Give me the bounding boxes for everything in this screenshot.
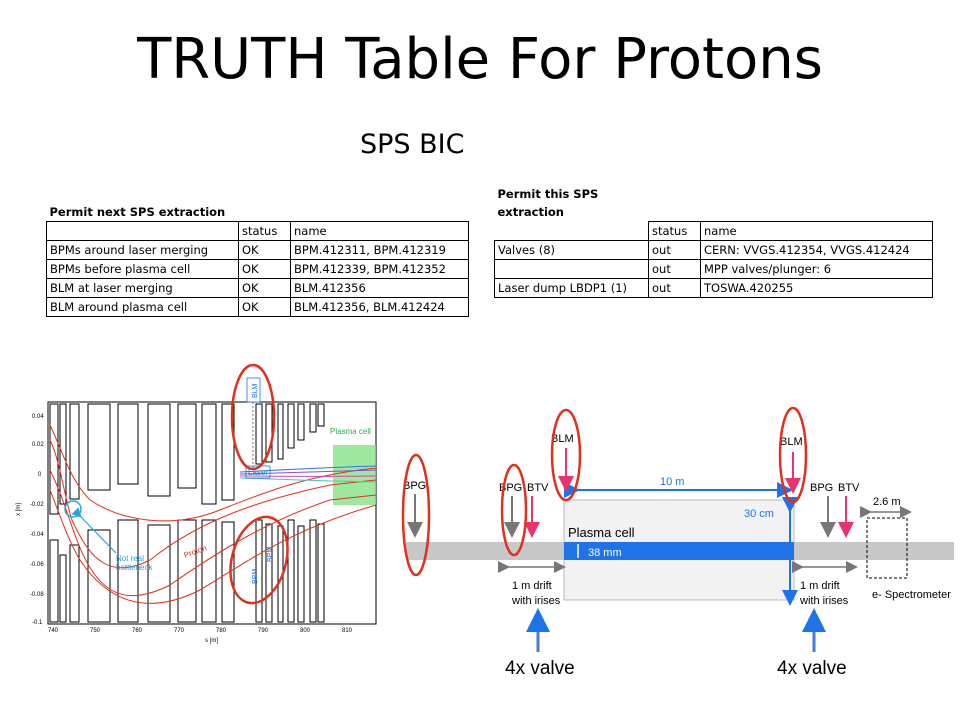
bpg-highlight	[500, 463, 528, 557]
svg-text:0.02: 0.02	[32, 442, 44, 448]
svg-text:770: 770	[174, 628, 185, 634]
table-cell: Laser dump LBDP1 (1)	[494, 277, 649, 298]
y-axis-label: x [m]	[16, 503, 22, 516]
table-cell: OK	[238, 297, 291, 317]
blm-plot-label: BLM	[252, 383, 259, 398]
x-axis-label: s [m]	[205, 638, 218, 644]
permit-this-table: Permit this SPS extraction status name V…	[494, 183, 933, 298]
table-row: BLM around plasma cell OK BLM.412356, BL…	[46, 297, 469, 317]
table-cell: CERN: VVGS.412354, VVGS.412424	[700, 239, 933, 260]
table-row: Valves (8) out CERN: VVGS.412354, VVGS.4…	[494, 239, 933, 260]
table-header: Permit next SPS extraction	[49, 205, 226, 219]
svg-text:-0.02: -0.02	[30, 502, 44, 508]
bpg-right-label: BPG	[810, 482, 833, 494]
aperture-elements	[49, 403, 325, 623]
svg-text:-0.04: -0.04	[30, 532, 44, 538]
table-cell: MPP valves/plunger: 6	[700, 258, 933, 279]
bpm-plot-label-2: BPM	[267, 547, 274, 562]
irises-label-2: with irises	[799, 595, 849, 607]
btv-label: BTV	[527, 482, 549, 494]
proton-envelope	[49, 424, 377, 604]
table-row: out MPP valves/plunger: 6	[494, 258, 933, 279]
plasma-cell-region	[333, 445, 376, 505]
table-row: Laser dump LBDP1 (1) out TOSWA.420255	[494, 277, 933, 298]
blm-label: BLM	[551, 433, 574, 445]
drift-label-1: 1 m drift	[512, 580, 552, 592]
table-row: BLM at laser merging OK BLM.412356	[46, 278, 469, 298]
width-label: 30 cm	[744, 508, 774, 520]
bpg-left-label: BPG	[403, 480, 426, 492]
svg-text:810: 810	[342, 628, 353, 634]
table-cell: BLM around plasma cell	[46, 297, 239, 317]
valve-right-label: 4x valve	[777, 658, 847, 679]
blm-highlight	[550, 408, 582, 502]
table-header: Permit this SPS extraction	[497, 187, 599, 219]
svg-text:-0.1: -0.1	[32, 620, 43, 626]
table-cell: BPMs around laser merging	[46, 240, 239, 260]
permit-next-table: Permit next SPS extraction status name B…	[46, 183, 469, 317]
table-cell: BPMs before plasma cell	[46, 259, 239, 279]
spectrometer-box	[866, 517, 908, 579]
plot-axis-ticks: 740 750 760 770 780 790 800 810 0.04 0.0…	[30, 414, 353, 634]
table-cell: BLM.412356	[290, 278, 469, 298]
gap-label: 2.6 m	[873, 496, 901, 508]
btv-right-label: BTV	[838, 482, 860, 494]
table-cell: BPM.412339, BPM.412352	[290, 259, 469, 279]
slide-title: TRUTH Table For Protons	[137, 27, 823, 92]
spectrometer-label: e- Spectrometer	[872, 589, 951, 601]
plasma-cell-label: Plasma cell	[568, 525, 635, 540]
svg-text:800: 800	[300, 628, 311, 634]
table-cell: out	[648, 277, 701, 298]
table-cell: BLM.412356, BLM.412424	[290, 297, 469, 317]
laser-label-box	[245, 465, 271, 479]
table-cell: BLM at laser merging	[46, 278, 239, 298]
bpg-left-highlight	[401, 453, 431, 577]
table-cell: TOSWA.420255	[700, 277, 933, 298]
slide-subtitle: SPS BIC	[360, 129, 465, 160]
svg-text:-0.06: -0.06	[30, 562, 44, 568]
bottleneck-label: bottleneck	[116, 563, 153, 572]
table-row: BPMs before plasma cell OK BPM.412339, B…	[46, 259, 469, 279]
blm-right-label: BLM	[780, 436, 803, 448]
plasma-cell-label: Plasma cell	[330, 427, 371, 436]
not-real-label: Not real	[116, 554, 144, 563]
bpm-plot-label-1: BPM	[252, 569, 259, 584]
svg-text:740: 740	[48, 628, 59, 634]
table-cell: Valves (8)	[494, 239, 649, 260]
blm-highlight	[230, 363, 276, 471]
svg-text:0.04: 0.04	[32, 414, 44, 420]
column-header-status: status	[648, 220, 701, 241]
plasma-channel	[564, 542, 794, 560]
svg-text:760: 760	[132, 628, 143, 634]
blm-right-highlight	[778, 406, 808, 504]
bottleneck-pointer	[71, 507, 117, 554]
laser-label: Laser	[248, 468, 268, 477]
svg-text:790: 790	[258, 628, 269, 634]
irises-label-1: with irises	[511, 595, 561, 607]
drift-label-2: 1 m drift	[800, 580, 840, 592]
diameter-label: 38 mm	[588, 547, 622, 559]
length-label: 10 m	[660, 476, 684, 488]
svg-text:-0.08: -0.08	[30, 592, 44, 598]
table-cell: out	[648, 239, 701, 260]
svg-text:0: 0	[38, 472, 42, 478]
bpm-highlight	[229, 515, 289, 605]
svg-text:750: 750	[90, 628, 101, 634]
valve-left-label: 4x valve	[505, 658, 575, 679]
svg-text:780: 780	[216, 628, 227, 634]
